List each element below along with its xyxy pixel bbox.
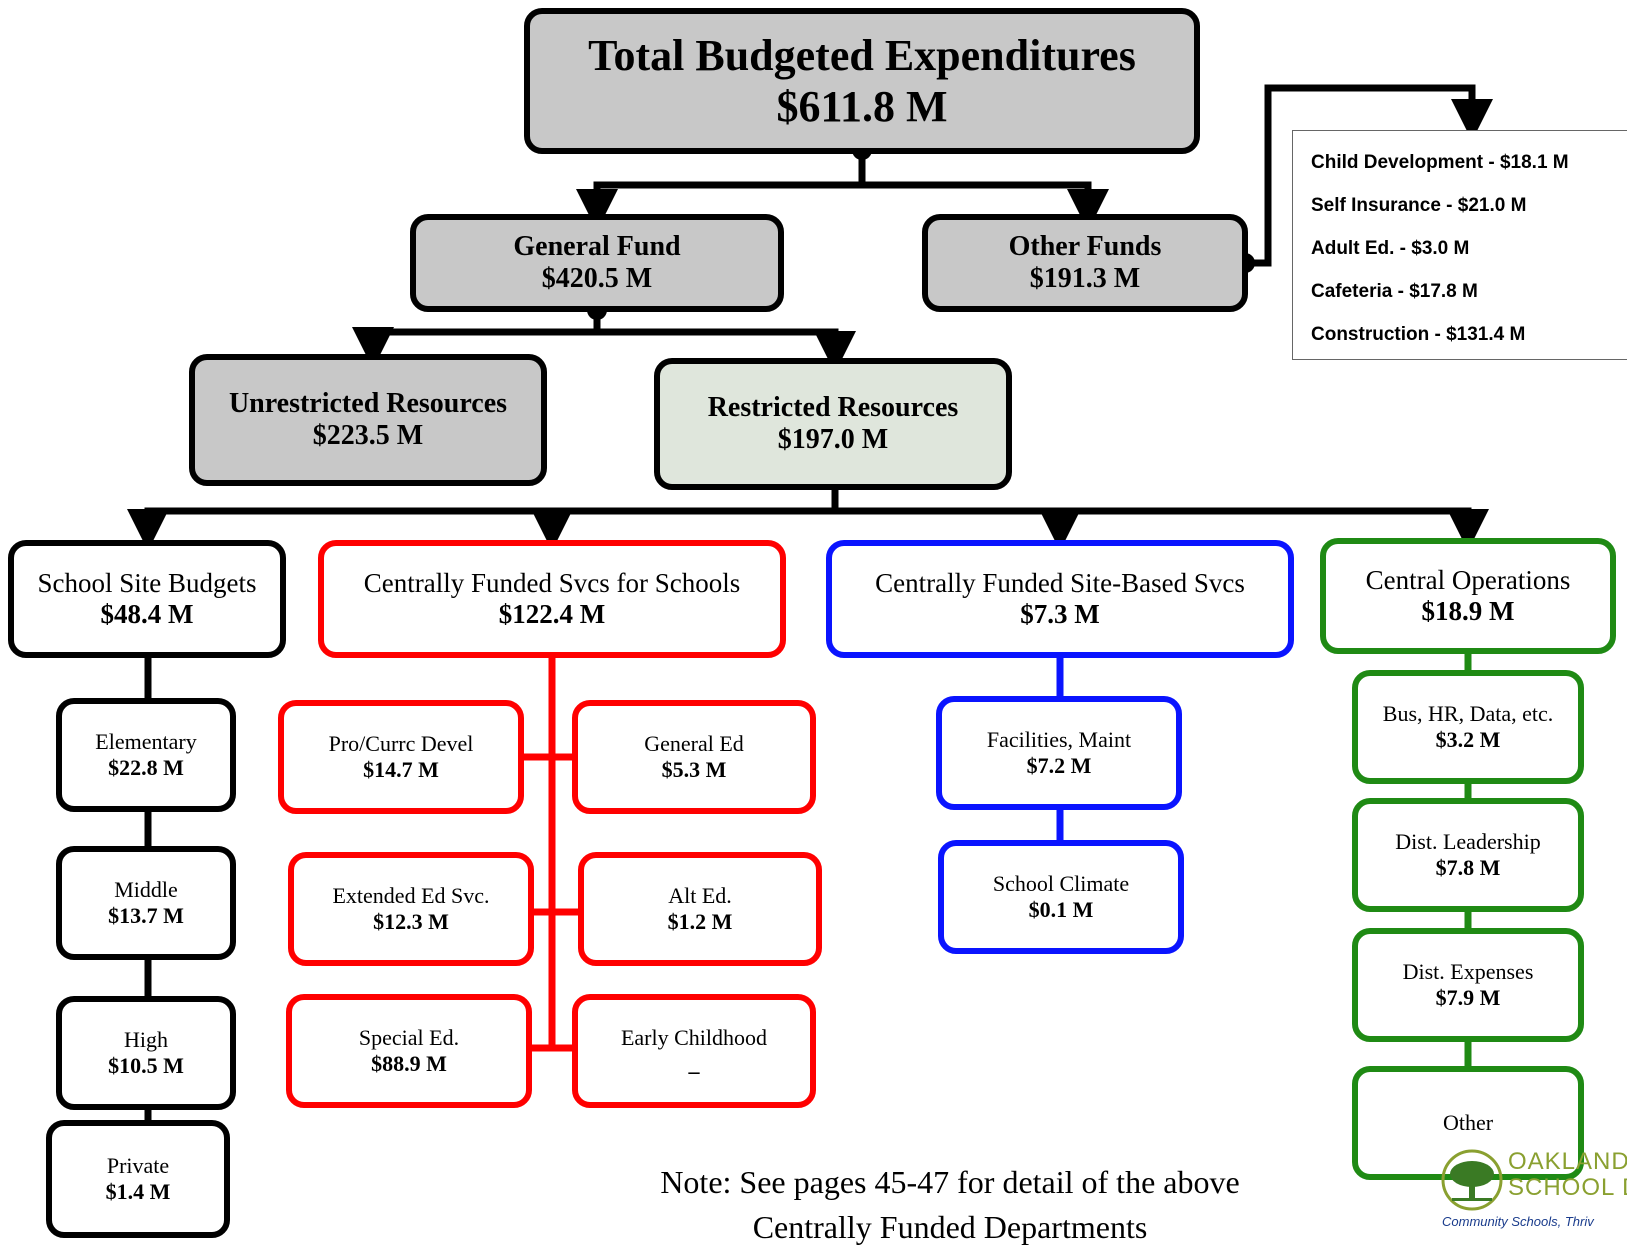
central-schools-label: Centrally Funded Svcs for Schools <box>363 568 741 598</box>
school-site-item: Elementary $22.8 M <box>56 698 236 812</box>
item-label: High <box>124 1027 168 1052</box>
central-site-item: Facilities, Maint $7.2 M <box>936 696 1182 810</box>
item-label: Alt Ed. <box>668 883 732 908</box>
total-expenditures-label: Total Budgeted Expenditures <box>588 31 1136 80</box>
item-amount: $7.2 M <box>1026 753 1092 778</box>
item-label: Pro/Currc Devel <box>328 731 474 756</box>
central-schools-item: Early Childhood _ <box>572 994 816 1108</box>
central-schools-item: Extended Ed Svc. $12.3 M <box>288 852 534 966</box>
item-amount: $5.3 M <box>661 757 727 782</box>
item-label: Private <box>106 1153 170 1178</box>
item-label: General Ed <box>644 731 744 756</box>
item-label: Middle <box>114 877 178 902</box>
item-label: Facilities, Maint <box>986 727 1132 752</box>
item-amount: $88.9 M <box>371 1051 447 1076</box>
item-amount: $1.4 M <box>105 1179 171 1204</box>
central-schools-item: General Ed $5.3 M <box>572 700 816 814</box>
restricted-label: Restricted Resources <box>707 392 959 423</box>
item-amount: $13.7 M <box>108 903 184 928</box>
other-funds-label: Other Funds <box>1008 231 1162 262</box>
other-funds-item: Child Development - $18.1 M <box>1311 152 1569 173</box>
item-amount: $10.5 M <box>108 1053 184 1078</box>
footnote-line-1: Note: See pages 45-47 for detail of the … <box>660 1164 1240 1200</box>
other-funds-item: Construction - $131.4 M <box>1311 324 1526 345</box>
central-ops-item: Dist. Expenses $7.9 M <box>1352 928 1584 1042</box>
item-label: Other <box>1442 1110 1494 1135</box>
tree-icon <box>1441 1149 1503 1211</box>
central-site-item: School Climate $0.1 M <box>938 840 1184 954</box>
school-site-box: School Site Budgets $48.4 M <box>8 540 286 658</box>
central-ops-box: Central Operations $18.9 M <box>1320 538 1616 654</box>
other-funds-box: Other Funds $191.3 M <box>922 214 1248 312</box>
school-site-label: School Site Budgets <box>37 568 257 598</box>
item-label: Dist. Leadership <box>1395 829 1541 854</box>
unrestricted-amount: $223.5 M <box>312 420 424 451</box>
central-site-label: Centrally Funded Site-Based Svcs <box>875 568 1245 598</box>
item-label: School Climate <box>992 871 1130 896</box>
other-funds-amount: $191.3 M <box>1029 263 1141 294</box>
item-label: Special Ed. <box>358 1025 460 1050</box>
item-label: Elementary <box>95 729 197 754</box>
central-ops-label: Central Operations <box>1365 565 1571 595</box>
school-site-item: High $10.5 M <box>56 996 236 1110</box>
item-amount: $22.8 M <box>108 755 184 780</box>
total-expenditures-amount: $611.8 M <box>776 82 948 131</box>
footnote-line-2: Centrally Funded Departments <box>752 1209 1148 1245</box>
logo-text-1: OAKLAND <box>1508 1148 1627 1175</box>
item-amount: $7.8 M <box>1435 855 1501 880</box>
item-label: Early Childhood <box>620 1025 768 1050</box>
other-funds-item: Self Insurance - $21.0 M <box>1311 195 1527 216</box>
item-label: Dist. Expenses <box>1402 959 1534 984</box>
general-fund-amount: $420.5 M <box>541 263 653 294</box>
central-schools-box: Centrally Funded Svcs for Schools $122.4… <box>318 540 786 658</box>
central-schools-item: Alt Ed. $1.2 M <box>578 852 822 966</box>
other-funds-item: Adult Ed. - $3.0 M <box>1311 238 1470 259</box>
central-ops-item: Bus, HR, Data, etc. $3.2 M <box>1352 670 1584 784</box>
item-amount: $14.7 M <box>363 757 439 782</box>
central-schools-amount: $122.4 M <box>498 599 606 629</box>
central-site-box: Centrally Funded Site-Based Svcs $7.3 M <box>826 540 1294 658</box>
central-ops-amount: $18.9 M <box>1421 596 1515 626</box>
school-site-item: Private $1.4 M <box>46 1120 230 1238</box>
school-site-item: Middle $13.7 M <box>56 846 236 960</box>
unrestricted-box: Unrestricted Resources $223.5 M <box>189 354 547 486</box>
logo-tagline: Community Schools, Thriv <box>1442 1214 1594 1229</box>
item-amount: $3.2 M <box>1435 727 1501 752</box>
footnote: Note: See pages 45-47 for detail of the … <box>600 1160 1300 1250</box>
item-label: Bus, HR, Data, etc. <box>1382 701 1554 726</box>
restricted-amount: $197.0 M <box>777 424 889 455</box>
item-amount: $0.1 M <box>1028 897 1094 922</box>
item-amount: $12.3 M <box>373 909 449 934</box>
unrestricted-label: Unrestricted Resources <box>228 388 508 419</box>
item-amount: _ <box>688 1051 700 1076</box>
logo-text-2: SCHOOL D <box>1508 1174 1627 1201</box>
item-amount: $7.9 M <box>1435 985 1501 1010</box>
item-amount: $1.2 M <box>667 909 733 934</box>
general-fund-box: General Fund $420.5 M <box>410 214 784 312</box>
school-site-amount: $48.4 M <box>100 599 194 629</box>
district-logo: OAKLAND SCHOOL D Community Schools, Thri… <box>1440 1144 1627 1241</box>
restricted-box: Restricted Resources $197.0 M <box>654 358 1012 490</box>
general-fund-label: General Fund <box>513 231 681 262</box>
central-ops-item: Dist. Leadership $7.8 M <box>1352 798 1584 912</box>
other-funds-list: Child Development - $18.1 M Self Insuran… <box>1292 130 1627 360</box>
total-expenditures-box: Total Budgeted Expenditures $611.8 M <box>524 8 1200 154</box>
central-schools-item: Special Ed. $88.9 M <box>286 994 532 1108</box>
other-funds-item: Cafeteria - $17.8 M <box>1311 281 1478 302</box>
central-schools-item: Pro/Currc Devel $14.7 M <box>278 700 524 814</box>
item-label: Extended Ed Svc. <box>332 883 490 908</box>
central-site-amount: $7.3 M <box>1020 599 1100 629</box>
